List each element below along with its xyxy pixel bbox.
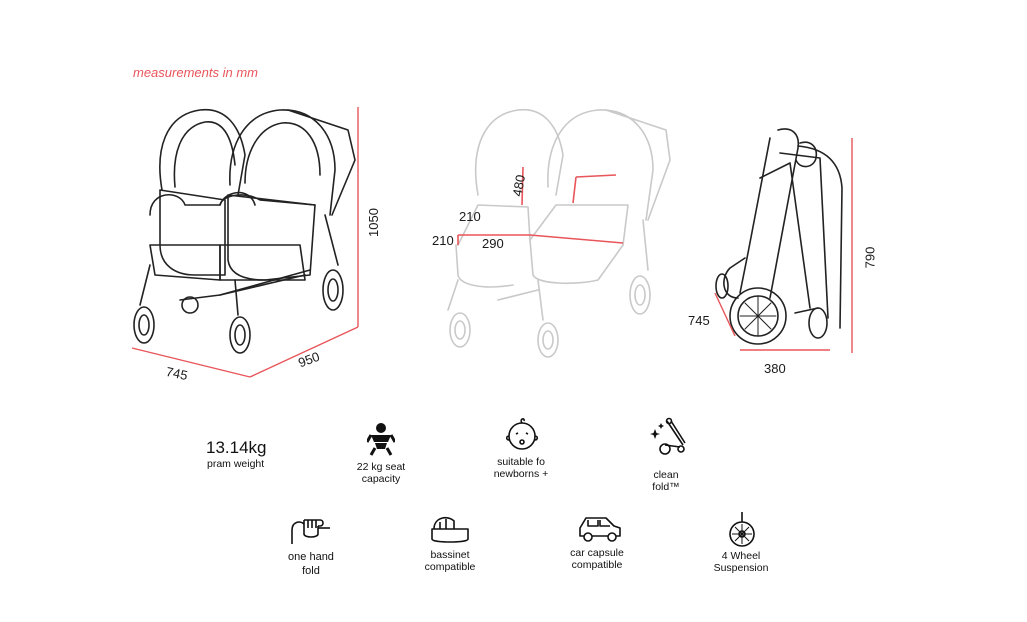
dim-s3-depth: 380 xyxy=(764,361,786,376)
child-icon xyxy=(367,423,395,456)
pram-weight-label: pram weight xyxy=(207,458,265,470)
dim-s2-a: 210 xyxy=(459,209,481,224)
dim-s2-b: 210 xyxy=(432,233,454,248)
wheel-icon xyxy=(729,512,755,547)
fold-icon xyxy=(650,417,686,455)
dim-s1-height: 1050 xyxy=(365,208,381,237)
baby-face-icon xyxy=(505,418,539,450)
measurements-title: measurements in mm xyxy=(133,65,258,80)
stroller-front-view xyxy=(131,107,359,378)
stroller-folded-view xyxy=(714,128,853,353)
pram-weight-value: 13.14kg xyxy=(206,438,267,457)
dim-s3-width: 745 xyxy=(688,313,710,328)
hand-icon xyxy=(291,519,330,544)
dim-s2-c: 290 xyxy=(482,236,504,251)
bassinet-icon xyxy=(431,516,469,543)
dim-s3-height: 790 xyxy=(862,246,878,269)
stroller-seat-view xyxy=(447,108,671,358)
car-icon xyxy=(579,517,621,542)
